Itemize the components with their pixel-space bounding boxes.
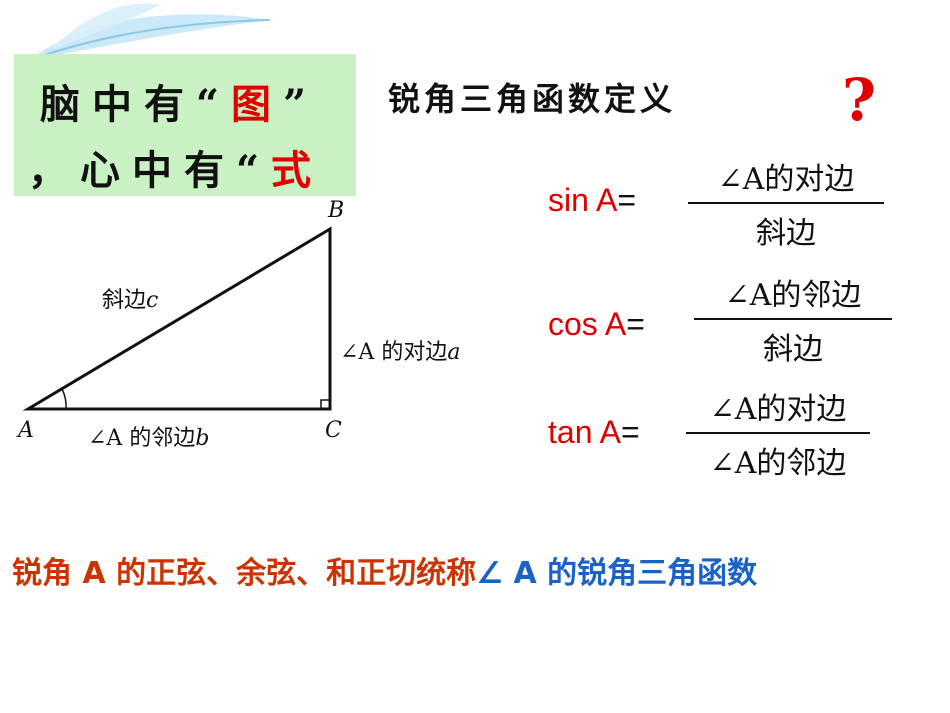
page-title: 锐角三角函数定义 — [388, 80, 677, 118]
motto-line-1-prefix: 脑中有“ — [40, 81, 232, 128]
summary-statement: 锐角 A 的正弦、余弦、和正切统称∠ A 的锐角三角函数 — [12, 548, 757, 592]
adjacent-side-label: ∠A 的邻边b — [88, 426, 210, 451]
cos-label: cos A= — [548, 306, 645, 342]
motto-highlight-tu: 图 — [231, 81, 284, 128]
tan-denominator: ∠A的邻边 — [709, 446, 847, 481]
sin-denominator: 斜边 — [756, 216, 816, 251]
sin-fraction: ∠A的对边 斜边 — [688, 154, 884, 252]
question-mark-icon: ? — [842, 66, 876, 134]
motto-highlight-shi: 式 — [271, 147, 324, 194]
motto-banner: 脑中有“图” ，心中有“式 — [14, 54, 356, 196]
right-triangle-diagram — [22, 226, 332, 411]
cos-denominator: 斜边 — [763, 332, 823, 367]
cos-numerator: ∠A的邻边 — [724, 278, 862, 313]
opposite-side-label: ∠A 的对边a — [340, 340, 461, 365]
sin-label: sin A= — [548, 182, 637, 218]
cos-fraction-bar — [694, 318, 892, 320]
tan-fraction: ∠A的对边 ∠A的邻边 — [686, 384, 870, 482]
motto-line-1: 脑中有“图” — [40, 72, 318, 130]
hypotenuse-label: 斜边c — [102, 288, 159, 313]
sin-fraction-bar — [688, 202, 884, 204]
motto-line-2-prefix: ，心中有“ — [28, 147, 272, 194]
triangle-shape — [22, 226, 332, 411]
vertex-a-label: A — [18, 418, 34, 443]
tan-label: tan A= — [548, 414, 640, 450]
tan-fraction-bar — [686, 432, 870, 434]
cos-fraction: ∠A的邻边 斜边 — [694, 270, 892, 368]
summary-blue-part: ∠ A 的锐角三角函数 — [476, 556, 758, 591]
motto-line-1-suffix: ” — [283, 81, 319, 128]
vertex-b-label: B — [328, 198, 345, 223]
tan-numerator: ∠A的对边 — [709, 392, 847, 427]
motto-line-2: ，心中有“式 — [28, 138, 323, 196]
summary-red-part: 锐角 A 的正弦、余弦、和正切统称 — [12, 556, 477, 591]
feather-decoration — [29, 3, 271, 61]
right-angle-mark — [320, 399, 331, 410]
vertex-c-label: C — [325, 418, 342, 443]
sin-numerator: ∠A的对边 — [717, 162, 855, 197]
angle-a-arc — [61, 388, 67, 410]
